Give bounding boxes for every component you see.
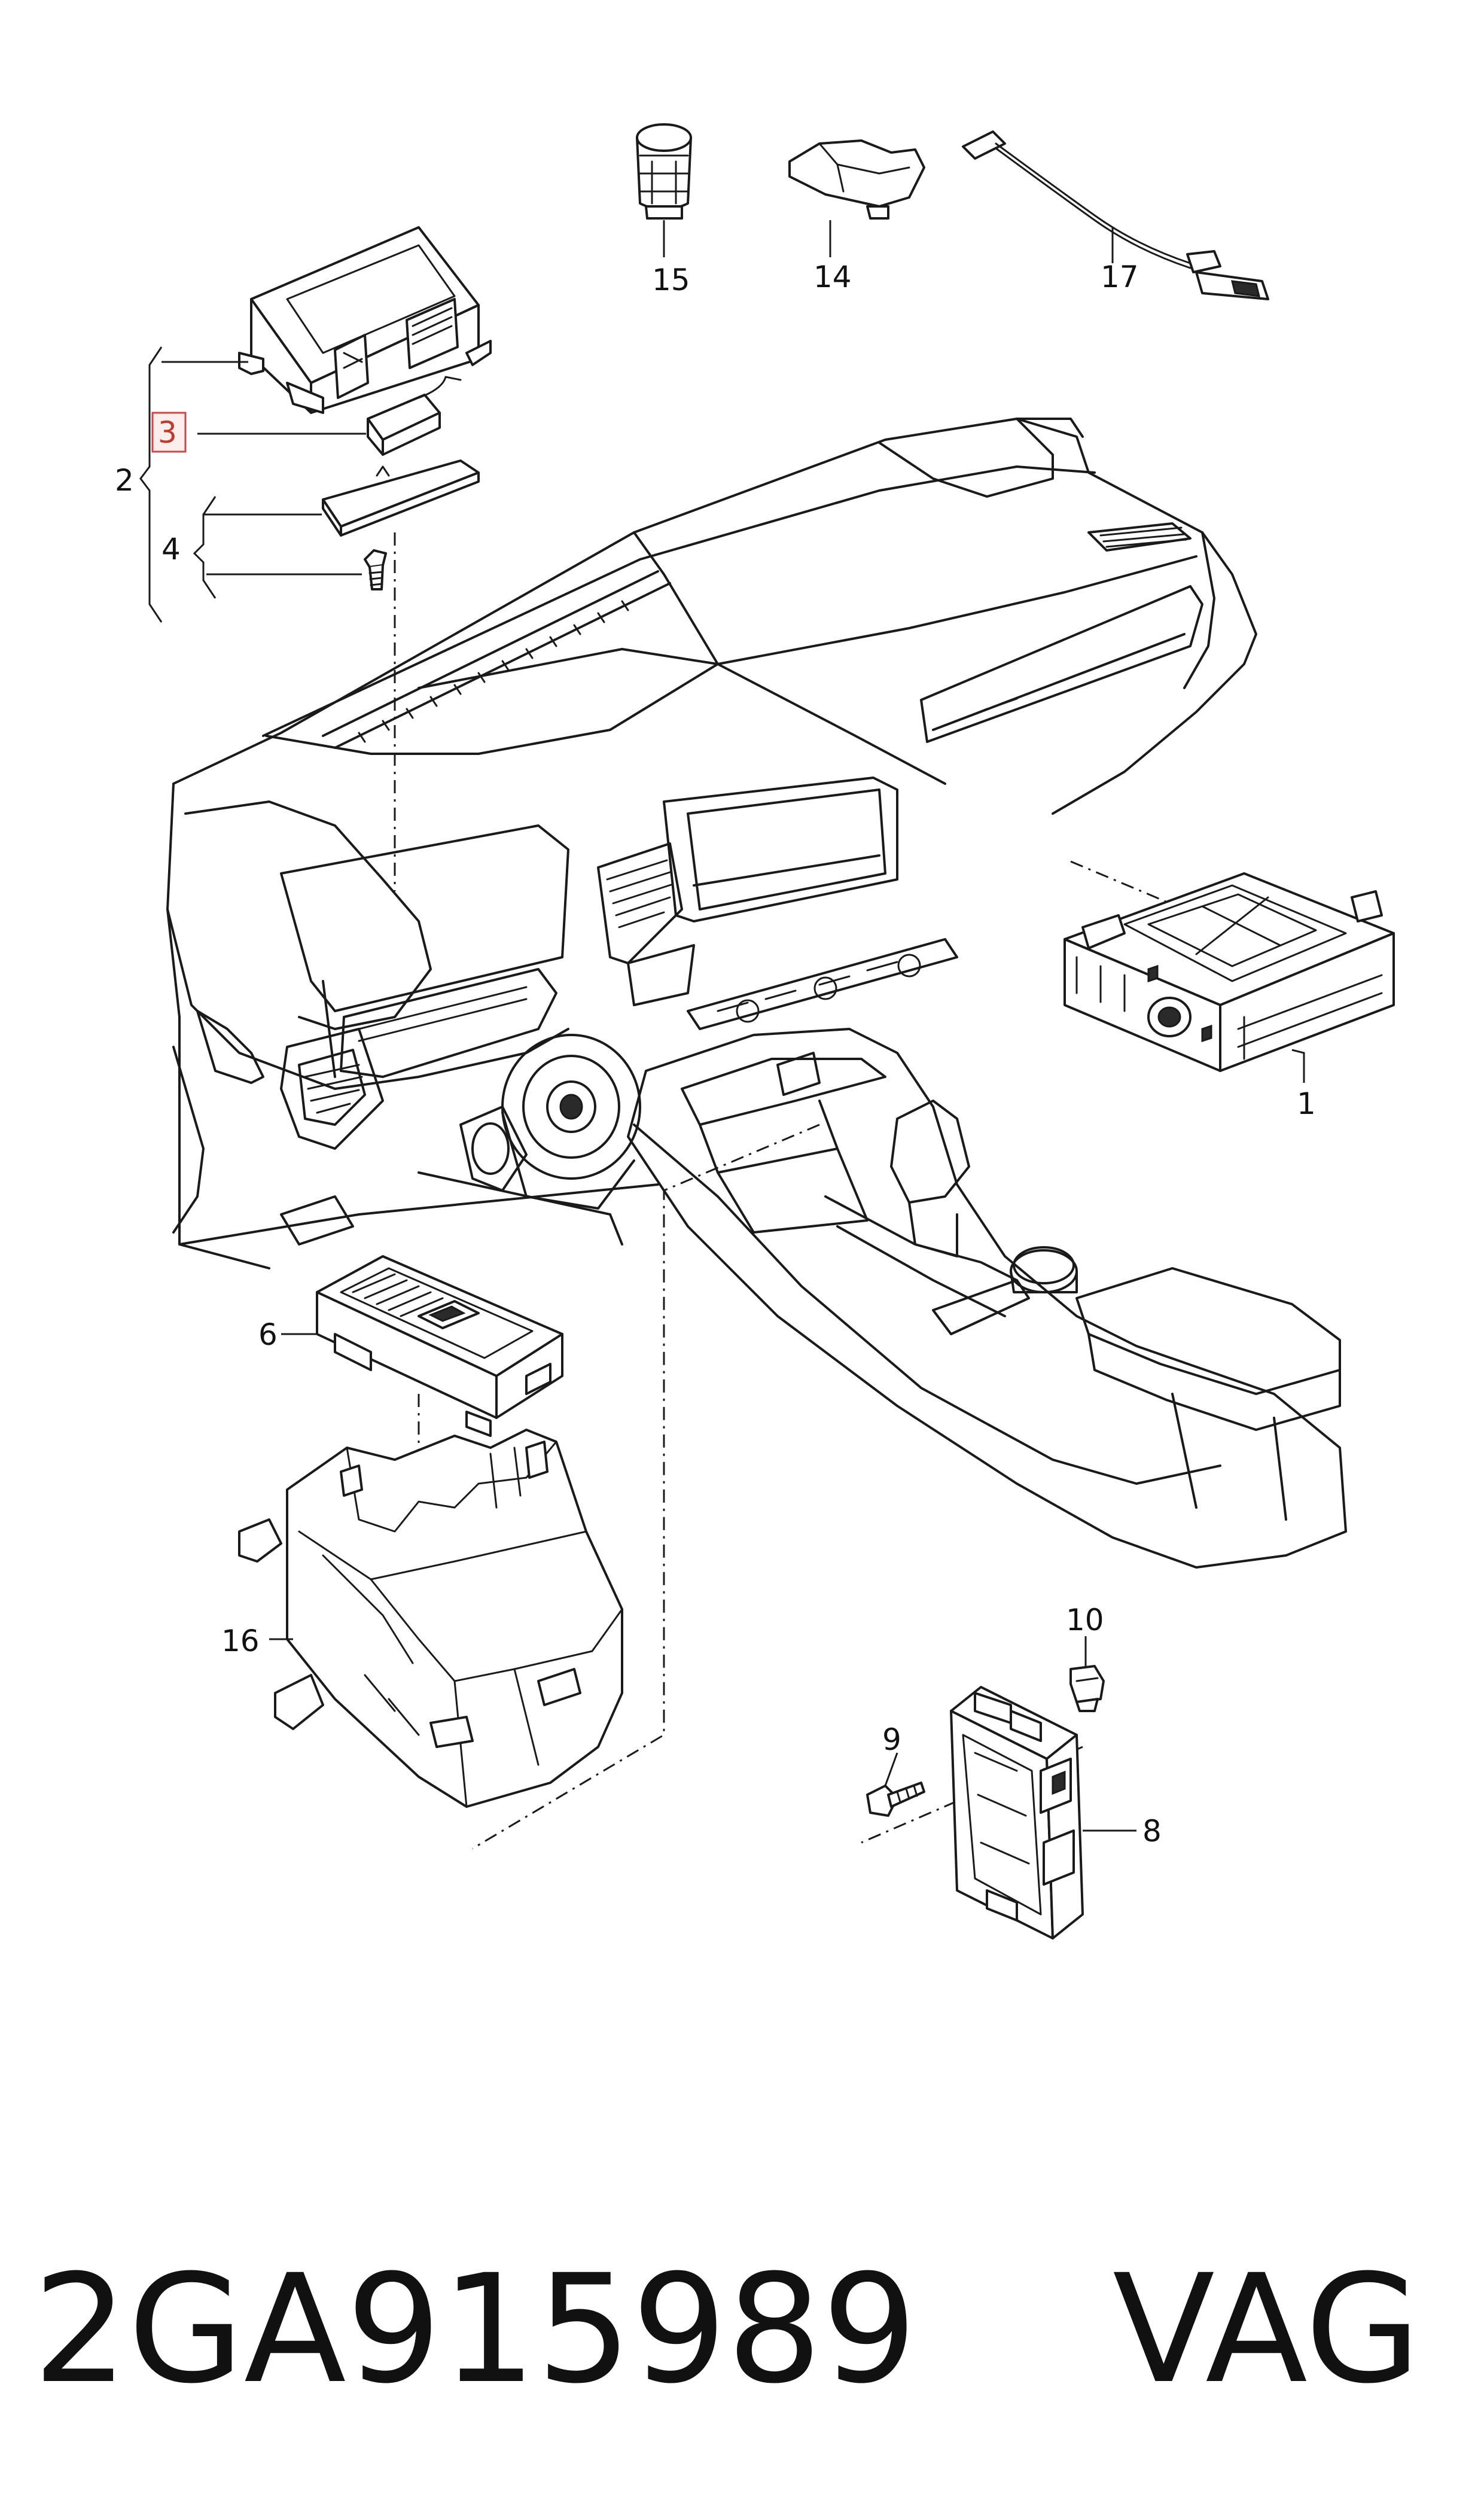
part-10-clip: [1069, 1636, 1105, 1712]
part-1-radio-unit: [1064, 872, 1395, 1083]
part-2-control-unit: [161, 226, 492, 414]
part-number: 2GA915989: [33, 2242, 917, 2416]
callout-14: 14: [813, 260, 852, 294]
part-16-storage-tray: [238, 1429, 623, 1808]
part-15-knob: [636, 123, 692, 257]
part-8-module: [950, 1686, 1136, 1940]
part-14-antenna: [788, 139, 925, 257]
group-brackets: [139, 346, 217, 623]
callout-8: 8: [1142, 1814, 1162, 1849]
callout-3: 3: [158, 415, 177, 450]
brand-label: VAG: [1113, 2242, 1421, 2416]
part-6-wireless-charger: [281, 1255, 563, 1437]
callout-6: 6: [258, 1317, 278, 1352]
dashboard-illustration: [166, 418, 1347, 1569]
callout-9: 9: [882, 1722, 901, 1757]
part-3-bracket: [197, 376, 462, 456]
part-4-plate: [203, 459, 480, 537]
callout-2: 2: [115, 463, 134, 498]
part-17-cable: [962, 130, 1269, 300]
callout-4: 4: [161, 532, 181, 567]
part-4-screw: [206, 549, 387, 590]
callout-17: 17: [1101, 260, 1139, 294]
callout-16: 16: [221, 1624, 260, 1658]
callout-3-highlight: [151, 412, 187, 453]
part-9-screw: [866, 1752, 925, 1817]
callout-10: 10: [1066, 1603, 1104, 1637]
callout-15: 15: [652, 263, 690, 297]
callout-1: 1: [1297, 1086, 1316, 1121]
